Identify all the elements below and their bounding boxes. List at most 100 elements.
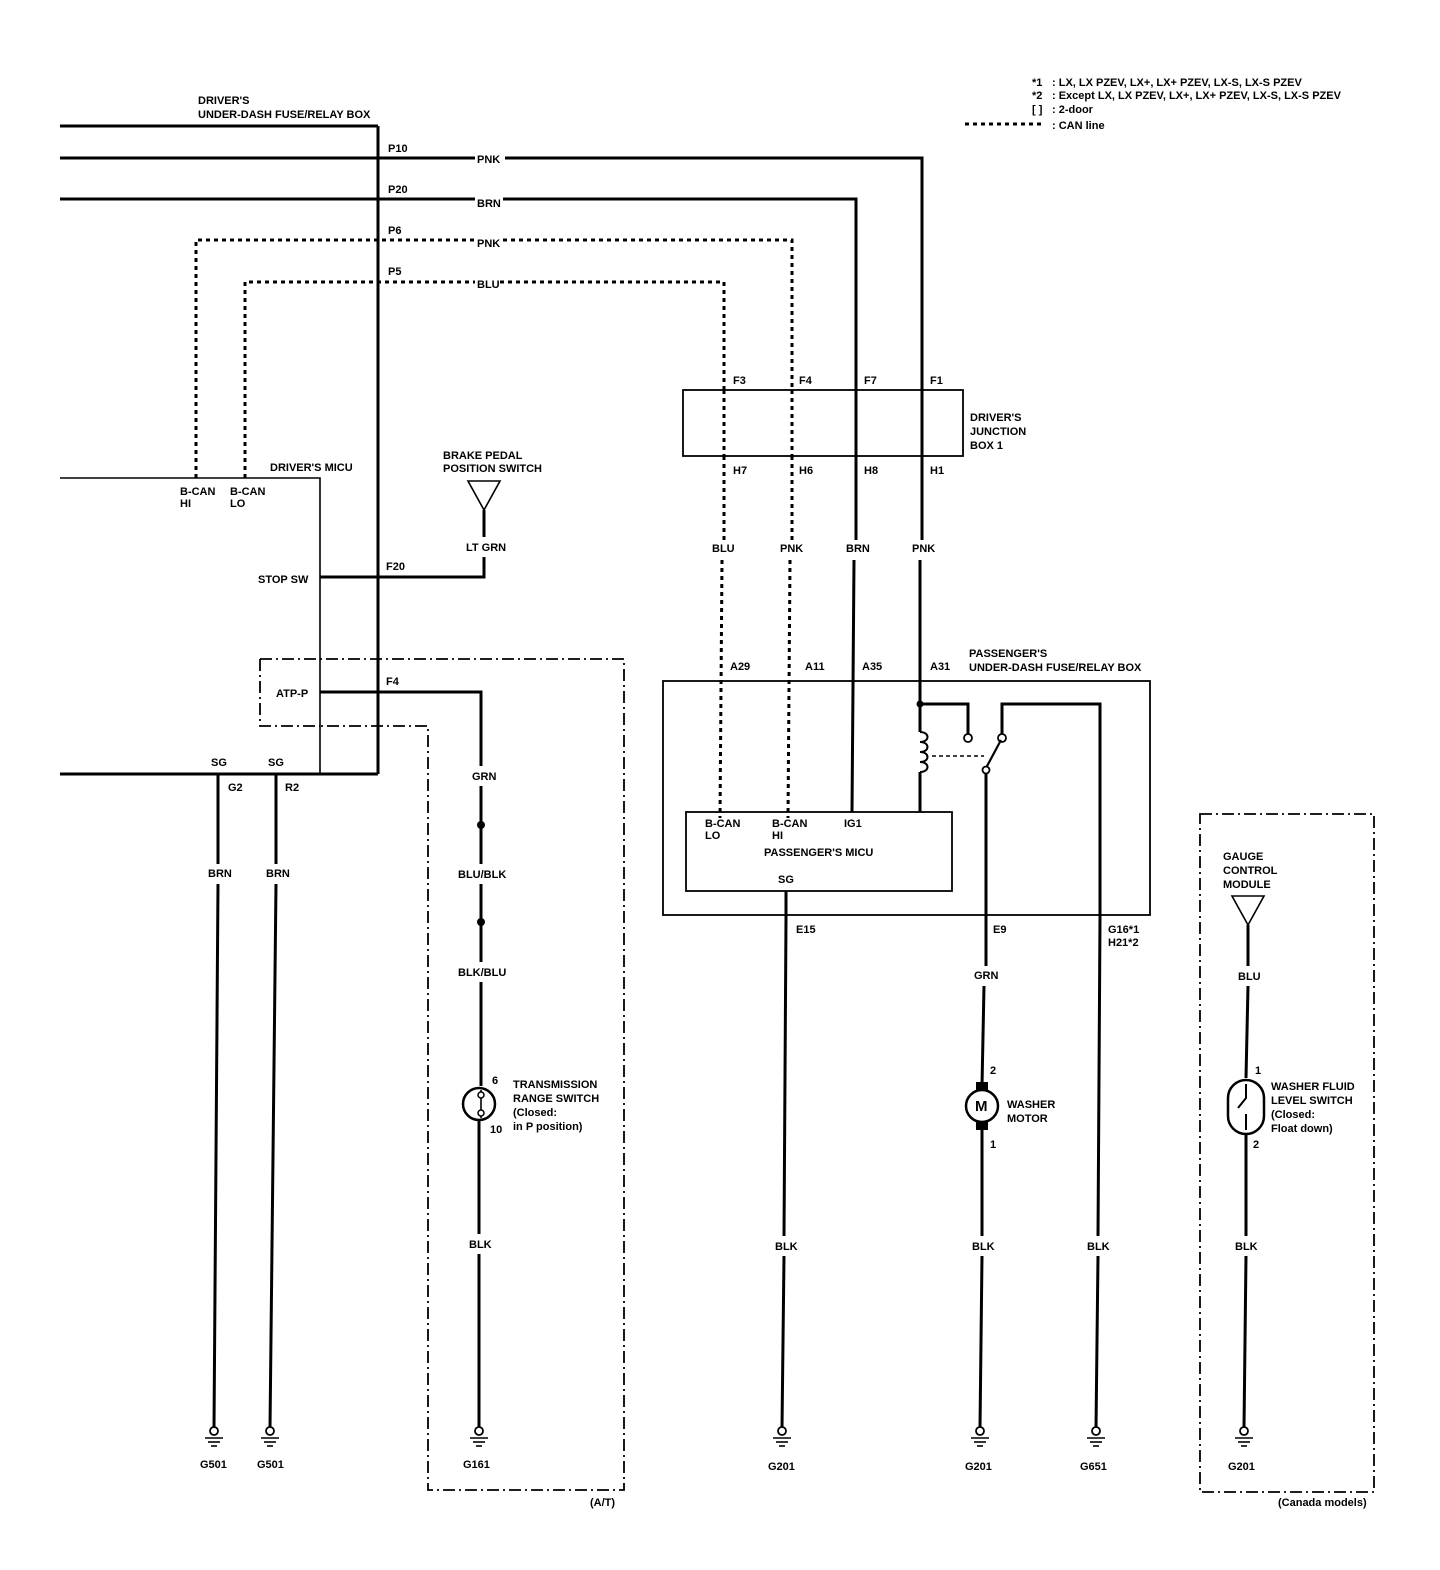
bcan-lo-label-2: LO — [230, 498, 246, 510]
trans-wire-grn: GRN — [472, 771, 497, 783]
ground-g161-label: G161 — [463, 1459, 490, 1471]
ground-g501-label-1: G501 — [200, 1459, 227, 1471]
bcan-hi-label-2: HI — [180, 498, 191, 510]
pin-p6: P6 — [388, 225, 401, 237]
fluid-wire-blk: BLK — [1235, 1241, 1258, 1253]
jb-pin-f4: F4 — [799, 375, 813, 387]
pfb-pin-e9: E9 — [993, 924, 1006, 936]
can-pnk-mid-lower — [786, 559, 792, 819]
pmicu-bcan-lo-2: LO — [705, 830, 721, 842]
trans-switch-note-1: (Closed: — [513, 1107, 557, 1119]
gauge-wire-blu: BLU — [1238, 971, 1261, 983]
ground-g501-label-2: G501 — [257, 1459, 284, 1471]
pfb-pin-a11: A11 — [805, 661, 825, 673]
atp-p-label: ATP-P — [276, 688, 308, 700]
motor-wire-blk: BLK — [972, 1241, 995, 1253]
wire-e15-upper — [782, 917, 788, 1237]
ground-g201-label-1: G201 — [768, 1461, 795, 1473]
fluid-pin-1: 1 — [1255, 1065, 1261, 1077]
pmicu-bcan-hi-1: B-CAN — [772, 818, 807, 830]
at-region-note: (A/T) — [590, 1497, 615, 1509]
junction-box-title-2: JUNCTION — [970, 426, 1026, 438]
pmicu-bcan-hi-2: HI — [772, 830, 783, 842]
legend-bracket-text: : 2-door — [1052, 104, 1094, 116]
trans-contact-bot — [477, 1109, 485, 1117]
wire-blk-fluid-lower — [1242, 1255, 1248, 1429]
jb-pin-h6: H6 — [799, 465, 813, 477]
e15-wire-blk: BLK — [775, 1241, 798, 1253]
motor-symbol: M — [975, 1098, 988, 1115]
trans-contact-top — [477, 1091, 485, 1099]
junction-box-title-3: BOX 1 — [970, 440, 1003, 452]
can-line-blu-lo — [243, 280, 726, 478]
brake-wire-label: LT GRN — [466, 542, 506, 554]
legend: *1 : LX, LX PZEV, LX+, LX+ PZEV, LX-S, L… — [965, 77, 1342, 132]
relay-contact-nc — [963, 733, 973, 743]
pin-f20: F20 — [386, 561, 405, 573]
gauge-triangle-icon — [1230, 895, 1266, 927]
wire-label-pnk-1: PNK — [477, 154, 500, 166]
wire-grn-atp — [320, 690, 483, 766]
at-region-box — [260, 658, 625, 1491]
wire-label-pnk-2: PNK — [477, 238, 500, 250]
wire-g16-lower — [1094, 1255, 1100, 1429]
wire-blu-gauge — [1244, 985, 1250, 1079]
wire-lt-grn — [320, 557, 486, 579]
trans-switch-title-2: RANGE SWITCH — [513, 1093, 599, 1105]
motor-brush-top — [976, 1082, 988, 1090]
jb-pin-f1: F1 — [930, 375, 943, 387]
bcan-lo-label-1: B-CAN — [230, 486, 265, 498]
gauge-title-1: GAUGE — [1223, 851, 1263, 863]
drivers-junction-box: F3 F4 F7 F1 DRIVER'S JUNCTION BOX 1 H7 H… — [682, 375, 1026, 477]
junction-box-title-1: DRIVER'S — [970, 412, 1022, 424]
pin-r2: R2 — [285, 782, 299, 794]
wire-brn-mid-lower — [850, 559, 856, 813]
ground-icon-g201-2 — [971, 1426, 989, 1447]
left-wire-brn-1: BRN — [208, 868, 232, 880]
ground-g201-label-3: G201 — [1228, 1461, 1255, 1473]
legend-bracket-mark: [ ] — [1032, 104, 1043, 116]
canada-region-note: (Canada models) — [1278, 1497, 1367, 1509]
wire-motor-blk-lower — [978, 1255, 984, 1429]
jb-pin-f7: F7 — [864, 375, 877, 387]
wire-brn-p20 — [60, 197, 858, 390]
relay-coil-icon — [919, 731, 929, 773]
washer-motor-title-2: MOTOR — [1007, 1113, 1048, 1125]
fluid-switch-note-2: Float down) — [1271, 1123, 1333, 1135]
drivers-fuse-box-title-1: DRIVER'S — [198, 95, 250, 107]
wire-brn-r2-lower — [268, 883, 278, 1429]
top-wires: PNK BRN PNK BLU — [60, 154, 924, 478]
trans-switch-title-1: TRANSMISSION — [513, 1079, 597, 1091]
trans-switch-note-2: in P position) — [513, 1121, 583, 1133]
left-wire-brn-2: BRN — [266, 868, 290, 880]
pfb-pin-a31: A31 — [930, 661, 950, 673]
wire-pnk-p10 — [60, 156, 924, 390]
pin-p20: P20 — [388, 184, 408, 196]
pmicu-sg: SG — [778, 874, 794, 886]
trans-pin-10: 10 — [490, 1124, 502, 1136]
drivers-fuse-box: DRIVER'S UNDER-DASH FUSE/RELAY BOX P10 P… — [60, 95, 408, 774]
trans-wire-blk: BLK — [469, 1239, 492, 1251]
bcan-hi-label-1: B-CAN — [180, 486, 215, 498]
passenger-fuse-box: PASSENGER'S UNDER-DASH FUSE/RELAY BOX A2… — [662, 648, 1151, 949]
brake-switch-triangle-icon — [466, 480, 502, 512]
pfb-pin-e15: E15 — [796, 924, 816, 936]
trans-wire-blu-blk: BLU/BLK — [458, 869, 506, 881]
ground-g651-label: G651 — [1080, 1461, 1107, 1473]
trans-pin-6: 6 — [492, 1075, 498, 1087]
jb-pin-f3: F3 — [733, 375, 746, 387]
jb-pin-h1: H1 — [930, 465, 944, 477]
transmission-circuit: GRN BLU/BLK BLK/BLU 6 10 TRANSMISSION RA… — [320, 690, 615, 1509]
legend-note1-text: : LX, LX PZEV, LX+, LX+ PZEV, LX-S, LX-S… — [1052, 77, 1302, 89]
legend-note2-mark: *2 — [1032, 90, 1042, 102]
gauge-title-3: MODULE — [1223, 879, 1271, 891]
drivers-micu: DRIVER'S MICU B-CAN HI B-CAN LO STOP SW … — [60, 462, 625, 1491]
jb-pin-h8: H8 — [864, 465, 878, 477]
pfb-pin-a29: A29 — [730, 661, 750, 673]
can-blu-mid-lower — [718, 559, 724, 819]
junction-box-rect — [682, 389, 964, 457]
wire-e15-lower — [780, 1255, 786, 1429]
pfb-pin-g16: G16*1 — [1108, 924, 1139, 936]
fluid-pin-2: 2 — [1253, 1139, 1259, 1151]
wire-label-blu-1: BLU — [477, 279, 500, 291]
